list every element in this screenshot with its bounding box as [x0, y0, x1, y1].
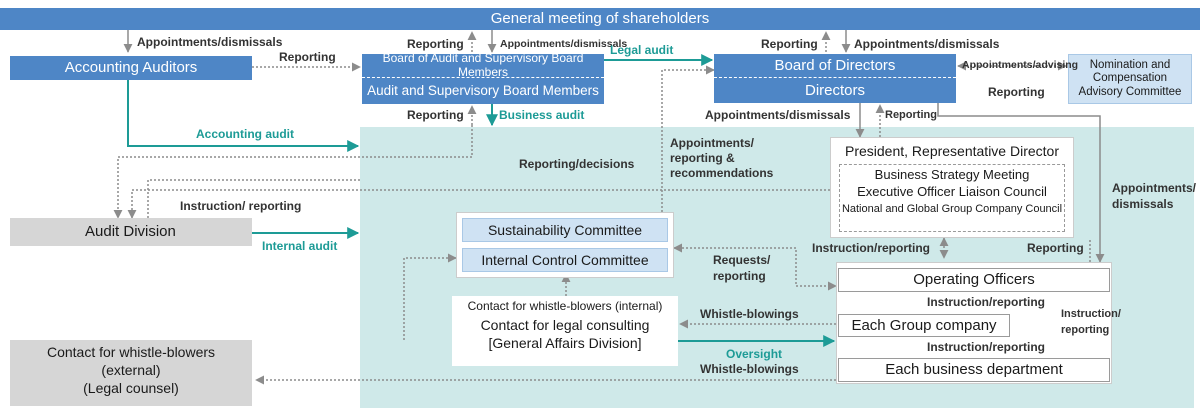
- board-audit-members-box: Board of Audit and Supervisory Board Mem…: [362, 51, 604, 78]
- whistle-external-label: Contact for whistle-blowers: [46, 344, 216, 360]
- label-appointments-1: Appointments/dismissals: [137, 35, 283, 49]
- label-legal-audit: Legal audit: [610, 43, 674, 57]
- label-instruction-reporting-2: Instruction/reporting: [812, 241, 930, 255]
- executive-officer-council: Executive Officer Liaison Council: [857, 183, 1047, 199]
- whistle-internal-box: Contact for whistle-blowers (internal) C…: [452, 296, 678, 366]
- label-reporting-decisions: Reporting/decisions: [519, 157, 635, 171]
- audit-division-box: Audit Division: [10, 218, 252, 246]
- label-requests: Requests/: [713, 253, 771, 267]
- label-internal-audit: Internal audit: [262, 239, 338, 253]
- operating-officers-box: Operating Officers: [838, 268, 1110, 292]
- business-strategy-meeting: Business Strategy Meeting: [874, 167, 1030, 182]
- label-reporting-8: reporting: [713, 269, 766, 283]
- whistle-external-box: Contact for whistle-blowers (external) (…: [10, 340, 252, 406]
- label-reporting-9: reporting: [1061, 324, 1110, 336]
- shareholders-meeting-box: General meeting of shareholders: [0, 8, 1200, 30]
- group-company-council: National and Global Group Company Counci…: [841, 202, 1063, 215]
- president-councils: Business Strategy Meeting Executive Offi…: [839, 164, 1065, 232]
- label-appointments-advising: Appointments/advising: [962, 59, 1079, 71]
- label-instruction-reporting-1: Instruction/ reporting: [180, 199, 302, 213]
- label-reporting-6: Reporting: [885, 109, 937, 121]
- label-appointments-4: Appointments/dismissals: [705, 108, 851, 122]
- general-affairs-label: [General Affairs Division]: [488, 334, 642, 351]
- board-of-directors-box: Board of Directors: [714, 54, 956, 78]
- label-reporting-4: Reporting: [988, 85, 1045, 99]
- whistle-internal-label: Contact for whistle-blowers (internal): [467, 299, 663, 313]
- label-whistle-blowings-1: Whistle-blowings: [700, 307, 799, 321]
- label-reporting-7: Reporting: [1027, 241, 1084, 255]
- legal-consulting-label: Contact for legal consulting: [480, 316, 650, 333]
- legal-counsel-label: (Legal counsel): [83, 380, 179, 397]
- label-dismissals: dismissals: [1112, 197, 1174, 211]
- label-appointments-5: Appointments/: [1112, 181, 1196, 195]
- label-instruction-1: Instruction/: [1061, 308, 1121, 320]
- label-reporting-3: Reporting: [761, 37, 818, 51]
- label-whistle-blowings-2: Whistle-blowings: [700, 362, 799, 376]
- sustainability-committee-box: Sustainability Committee: [462, 218, 668, 242]
- label-appointments-reporting: Appointments/: [670, 136, 754, 150]
- label-instruction-reporting-3: Instruction/reporting: [927, 295, 1045, 309]
- internal-control-committee-box: Internal Control Committee: [462, 248, 668, 272]
- nomination-committee-box: Nomination and Compensation Advisory Com…: [1068, 54, 1192, 104]
- president-title: President, Representative Director: [845, 143, 1059, 159]
- label-instruction-reporting-4: Instruction/reporting: [927, 340, 1045, 354]
- label-appointments-3: Appointments/dismissals: [854, 37, 1000, 51]
- accounting-auditors-box: Accounting Auditors: [10, 56, 252, 80]
- audit-members-box: Audit and Supervisory Board Members: [362, 78, 604, 104]
- label-reporting-2: Reporting: [407, 37, 464, 51]
- label-reporting-5: Reporting: [407, 108, 464, 122]
- label-business-audit: Business audit: [499, 108, 585, 122]
- label-recommendations: recommendations: [670, 166, 774, 180]
- label-oversight: Oversight: [726, 347, 783, 361]
- label-appointments-2: Appointments/dismissals: [500, 38, 628, 50]
- business-department-box: Each business department: [838, 358, 1110, 382]
- external-label: (external): [101, 362, 161, 379]
- president-group: President, Representative Director Busin…: [830, 137, 1074, 238]
- label-reporting-and: reporting &: [670, 151, 735, 165]
- group-company-box: Each Group company: [838, 314, 1010, 337]
- label-reporting-1: Reporting: [279, 50, 336, 64]
- directors-box: Directors: [714, 78, 956, 103]
- label-accounting-audit: Accounting audit: [196, 127, 294, 141]
